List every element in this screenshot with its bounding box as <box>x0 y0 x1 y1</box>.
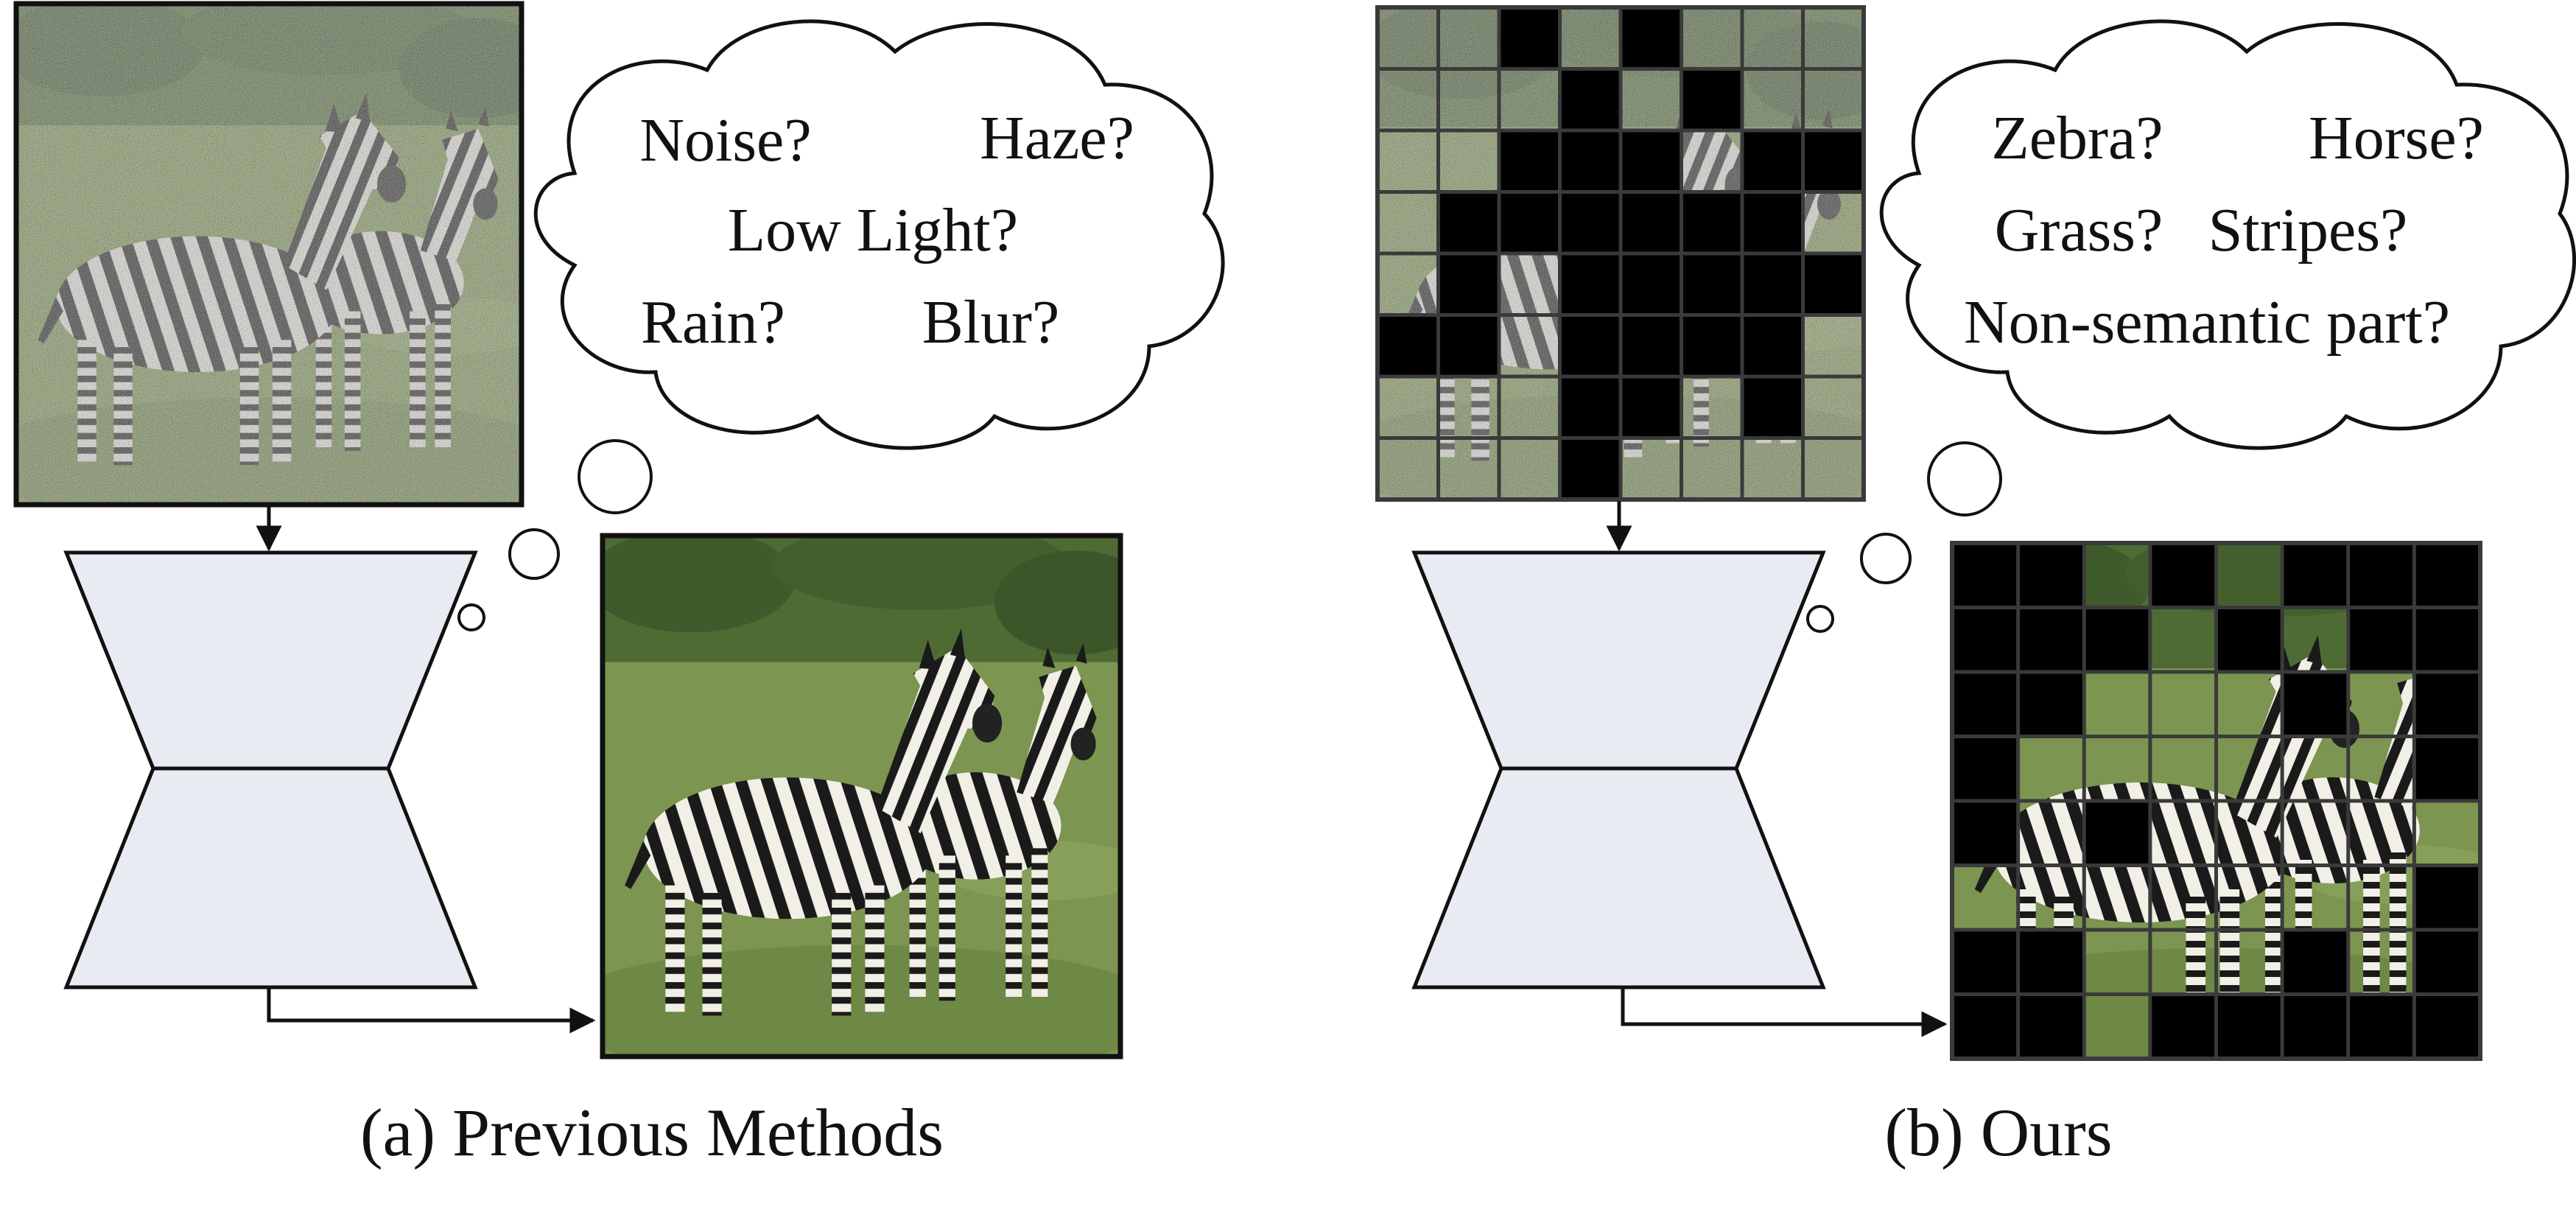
thought-dot-large-b <box>1927 441 2002 516</box>
masked-patch <box>1952 994 2018 1059</box>
masked-patch <box>2018 543 2085 608</box>
masked-patch <box>2414 607 2480 672</box>
masked-patch <box>2084 607 2150 672</box>
masked-patch <box>2018 607 2085 672</box>
masked-patch <box>1742 130 1803 192</box>
masked-patch <box>1952 543 2018 608</box>
masked-patch <box>1378 315 1439 376</box>
masked-patch <box>2282 543 2348 608</box>
output-arrow <box>267 987 596 1034</box>
noisy-input-image <box>16 4 522 505</box>
masked-patch <box>2414 930 2480 995</box>
masked-patch <box>1559 438 1621 500</box>
masked-patch <box>1559 130 1621 192</box>
masked-patch <box>1681 253 1742 315</box>
masked-patch <box>1621 376 1682 438</box>
masked-patch <box>1438 192 1499 253</box>
masked-patch <box>1621 315 1682 376</box>
masked-patch <box>2216 607 2283 672</box>
masked-patch <box>1438 253 1499 315</box>
clean-output-image <box>603 536 1120 1057</box>
masked-patch <box>1621 253 1682 315</box>
thought-label-non-semantic-part: Non-semantic part? <box>1964 288 2450 357</box>
panel-ours: Zebra? Horse? Grass? Stripes? Non-semant… <box>1375 5 2576 1170</box>
masked-patch <box>2084 801 2150 866</box>
thought-label-noise: Noise? <box>639 106 811 175</box>
masked-patch <box>2348 607 2415 672</box>
thought-label-low-light: Low Light? <box>728 196 1018 265</box>
masked-patch <box>1952 736 2018 801</box>
masked-patch <box>1559 192 1621 253</box>
thought-dot-medium <box>508 528 560 580</box>
masked-patch <box>1621 7 1682 69</box>
masked-patch <box>1559 69 1621 130</box>
masked-patch <box>1803 253 1864 315</box>
output-patch-grid <box>1952 543 2480 1059</box>
output-mask-patches <box>1952 543 2480 1059</box>
thought-label-blur: Blur? <box>922 288 1060 357</box>
thought-dot-small <box>457 603 485 631</box>
masked-patch <box>2348 543 2415 608</box>
masked-patch <box>1742 253 1803 315</box>
thought-dot-small-b <box>1806 605 1834 633</box>
thought-label-zebra: Zebra? <box>1991 104 2163 172</box>
masked-patch <box>2414 994 2480 1059</box>
masked-patch <box>2018 930 2085 995</box>
masked-patch <box>1499 130 1560 192</box>
caption-b: (b) Ours <box>1884 1095 2112 1170</box>
thought-dot-large <box>578 439 653 514</box>
masked-patch <box>2282 930 2348 995</box>
caption-a: (a) Previous Methods <box>360 1095 944 1170</box>
masked-patch <box>1499 7 1560 69</box>
masked-patch <box>2216 994 2283 1059</box>
masked-patch <box>2414 736 2480 801</box>
masked-patch <box>2348 994 2415 1059</box>
thought-cloud <box>533 19 1225 450</box>
masked-patch <box>2414 543 2480 608</box>
masked-patch <box>1681 192 1742 253</box>
masked-patch <box>1742 192 1803 253</box>
thought-label-rain: Rain? <box>641 288 785 357</box>
masked-patch <box>2282 994 2348 1059</box>
masked-patch <box>1559 315 1621 376</box>
masked-patch <box>1952 801 2018 866</box>
masked-patch <box>1952 930 2018 995</box>
masked-patch <box>1742 315 1803 376</box>
masked-patch <box>1681 315 1742 376</box>
masked-patch <box>1559 253 1621 315</box>
panel-previous-methods: Noise? Haze? Low Light? Rain? Blur? (a) … <box>13 1 1225 1170</box>
thought-label-haze: Haze? <box>980 104 1134 172</box>
thought-label-grass: Grass? <box>1995 196 2163 265</box>
masked-output-image <box>1952 543 2480 1059</box>
thought-label-horse: Horse? <box>2309 104 2484 172</box>
masked-patch <box>1952 607 2018 672</box>
masked-patch <box>2414 672 2480 737</box>
masked-patch <box>2018 994 2085 1059</box>
input-mask-patches <box>1378 7 1864 500</box>
masked-patch <box>2282 672 2348 737</box>
masked-patch <box>1559 376 1621 438</box>
masked-patch <box>1621 192 1682 253</box>
masked-patch <box>2149 994 2217 1059</box>
output-arrow-b <box>1621 987 1948 1037</box>
masked-patch <box>1499 192 1560 253</box>
masked-patch <box>2018 672 2085 737</box>
masked-patch <box>1952 672 2018 737</box>
masked-patch <box>1803 130 1864 192</box>
masked-patch <box>1438 315 1499 376</box>
masked-patch <box>1621 130 1682 192</box>
thought-dot-medium-b <box>1860 533 1912 584</box>
thought-cloud-b <box>1879 19 2576 450</box>
masked-patch <box>1742 376 1803 438</box>
masked-patch <box>2414 865 2480 930</box>
masked-patch <box>2149 543 2217 608</box>
masked-patch <box>1681 69 1742 130</box>
input-patch-grid <box>1378 7 1864 500</box>
thought-label-stripes: Stripes? <box>2208 196 2408 265</box>
